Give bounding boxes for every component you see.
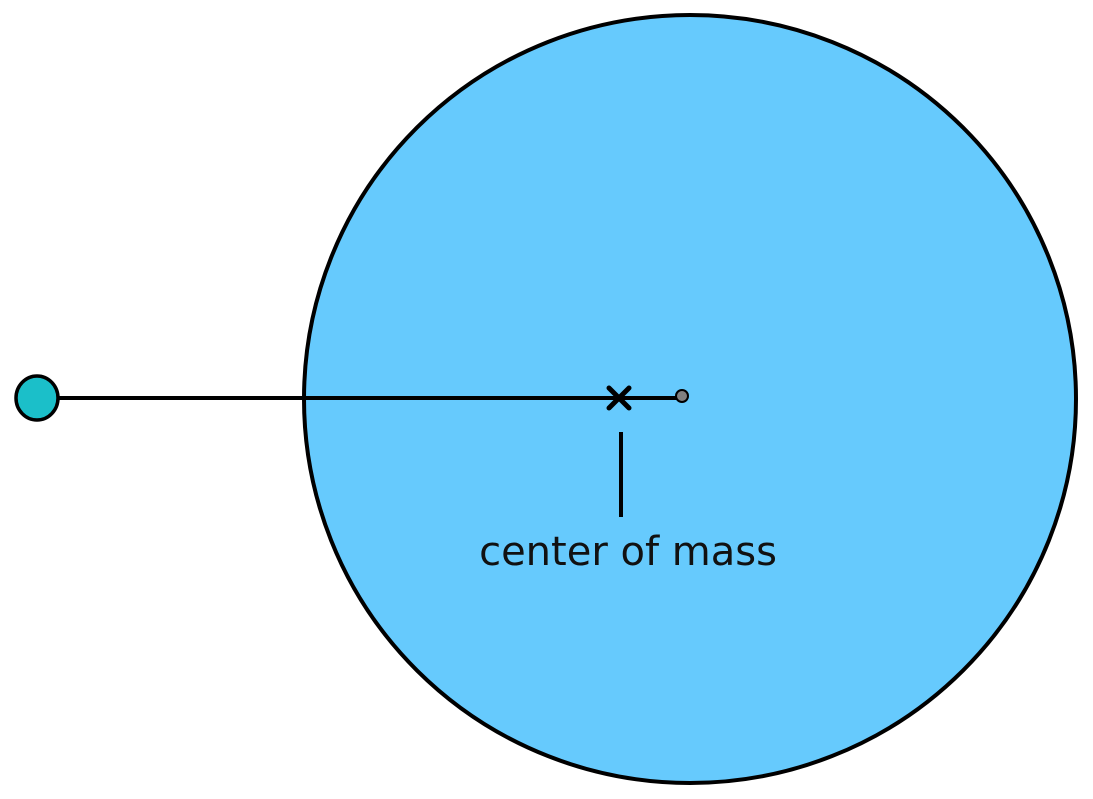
center-of-mass-marker [606,385,632,411]
large-body-center-dot [675,389,689,403]
small-body-circle [14,374,60,422]
center-of-mass-label: center of mass [479,529,777,575]
